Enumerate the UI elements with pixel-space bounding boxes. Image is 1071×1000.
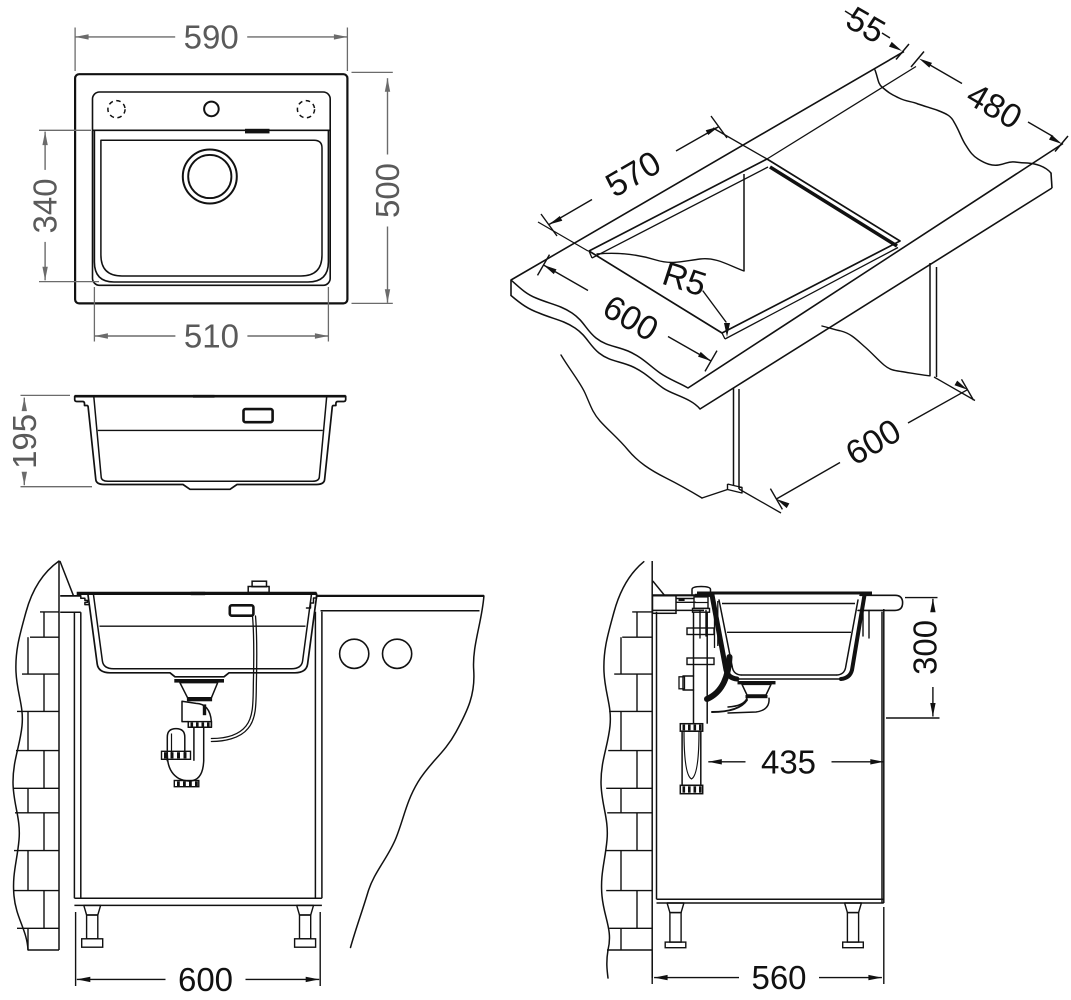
svg-text:340: 340 — [27, 178, 64, 233]
svg-text:435: 435 — [761, 743, 816, 780]
svg-text:560: 560 — [751, 959, 806, 996]
svg-text:590: 590 — [184, 18, 239, 55]
svg-text:510: 510 — [184, 318, 239, 355]
svg-text:600: 600 — [178, 961, 233, 998]
svg-text:300: 300 — [907, 620, 944, 675]
svg-text:195: 195 — [6, 414, 43, 469]
svg-text:500: 500 — [369, 163, 406, 218]
